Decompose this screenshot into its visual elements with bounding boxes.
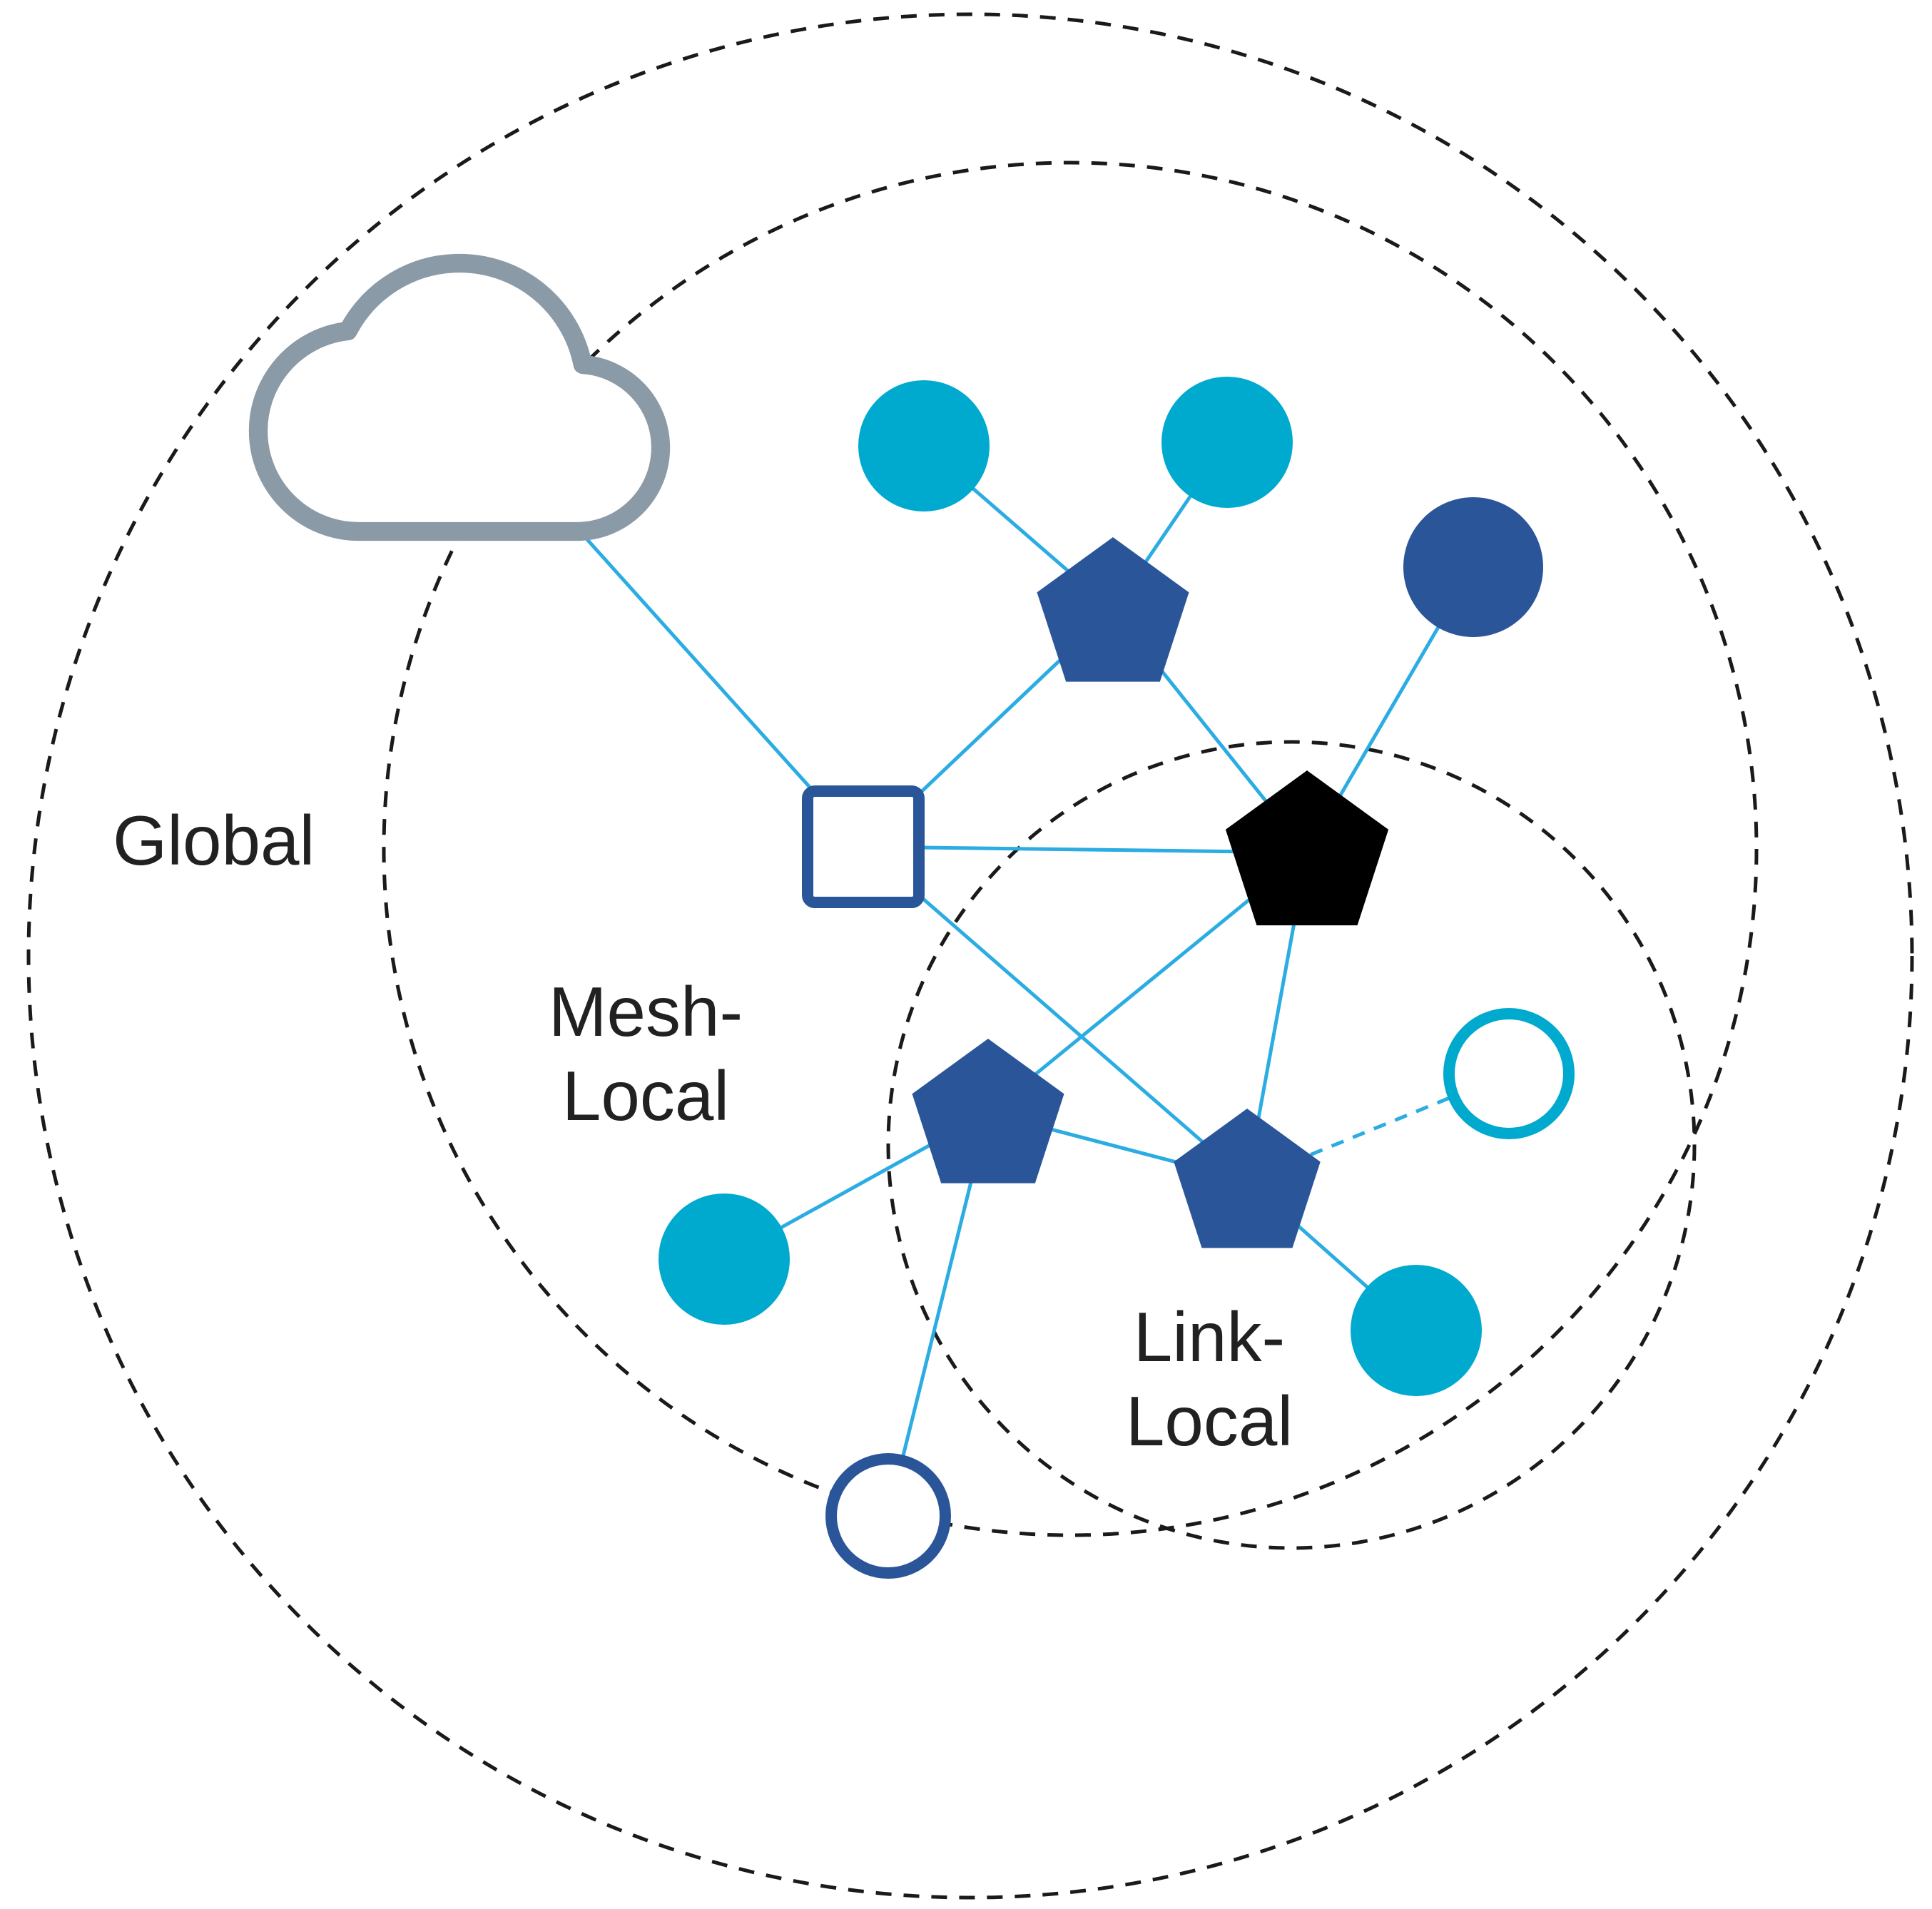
end-device-node-top-left bbox=[858, 380, 990, 511]
border-router-node bbox=[802, 785, 925, 908]
router-node-right bbox=[1174, 1109, 1321, 1248]
end-device-node-bottom-right bbox=[1351, 1265, 1482, 1396]
router-node-top bbox=[1037, 537, 1189, 682]
edge-border-router-router-right bbox=[862, 845, 1249, 1182]
end-device-node-top-right bbox=[1161, 377, 1293, 508]
leader-router-node bbox=[1225, 770, 1389, 926]
router-node-left bbox=[912, 1039, 1064, 1183]
link-local-scope-label-line1: Link- bbox=[1134, 1298, 1285, 1376]
mesh-local-scope-label-line1: Mesh- bbox=[549, 972, 743, 1051]
internet-cloud-icon bbox=[248, 253, 671, 541]
link-local-scope-label-line2: Local bbox=[1126, 1382, 1293, 1460]
mesh-local-scope-label-line2: Local bbox=[562, 1057, 729, 1135]
end-device-node-left bbox=[659, 1193, 790, 1325]
mesh-local-scope-boundary bbox=[382, 161, 1759, 1537]
device-node-navy bbox=[1403, 497, 1543, 637]
outline-device-node-cyan bbox=[1443, 1008, 1575, 1139]
global-scope-label: Global bbox=[113, 801, 315, 880]
global-scope-boundary bbox=[26, 12, 1914, 1900]
outline-device-node-navy bbox=[825, 1453, 951, 1579]
link-local-scope-boundary bbox=[886, 740, 1697, 1550]
